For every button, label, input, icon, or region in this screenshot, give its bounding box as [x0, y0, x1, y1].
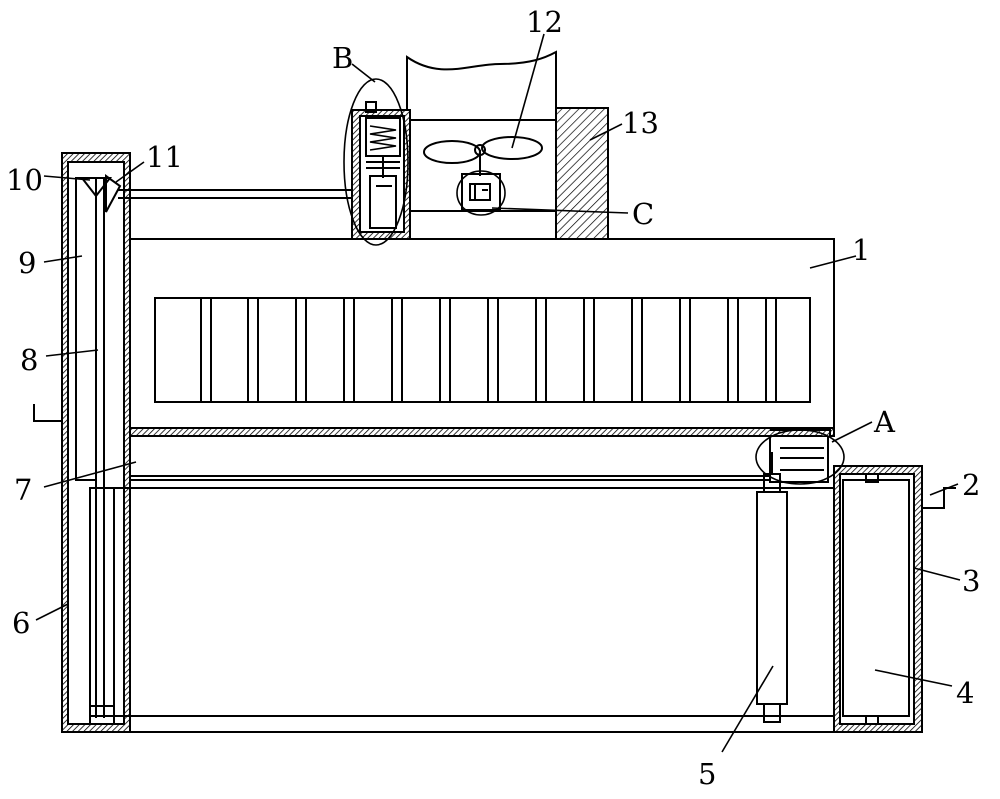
label-6: 6 — [12, 606, 30, 640]
fan-12 — [423, 136, 543, 176]
label-5: 5 — [698, 757, 716, 791]
hatched-plate — [129, 427, 835, 437]
guide-7 — [129, 435, 771, 477]
label-2: 2 — [962, 468, 980, 502]
part-labels: 1 2 3 4 5 6 7 8 9 10 11 12 13 A B C — [6, 5, 980, 791]
left-hook — [33, 404, 62, 422]
label-10: 10 — [6, 163, 43, 197]
label-11: 11 — [146, 140, 183, 174]
label-a: A — [873, 405, 896, 439]
label-3: 3 — [962, 564, 980, 598]
roller-4 — [842, 479, 910, 717]
label-12: 12 — [526, 5, 563, 39]
vent-grille — [154, 297, 811, 403]
sleeve-9 — [75, 177, 97, 481]
label-b: B — [332, 41, 353, 75]
label-7: 7 — [14, 473, 32, 507]
label-8: 8 — [20, 343, 38, 377]
label-c: C — [632, 197, 654, 231]
leader-lines — [35, 33, 961, 753]
detail-a-assembly — [755, 429, 845, 485]
bevel-gear-11 — [105, 174, 122, 213]
spring-assembly-b — [343, 78, 411, 246]
roller-5 — [756, 491, 788, 705]
block-13 — [555, 107, 609, 240]
lower-tank — [89, 487, 841, 717]
label-4: 4 — [956, 676, 974, 710]
right-tank-3 — [833, 465, 923, 733]
label-9: 9 — [18, 246, 36, 280]
funnel-10 — [79, 177, 113, 198]
label-1: 1 — [852, 233, 870, 267]
label-13: 13 — [622, 106, 659, 140]
motor-c — [456, 170, 506, 216]
